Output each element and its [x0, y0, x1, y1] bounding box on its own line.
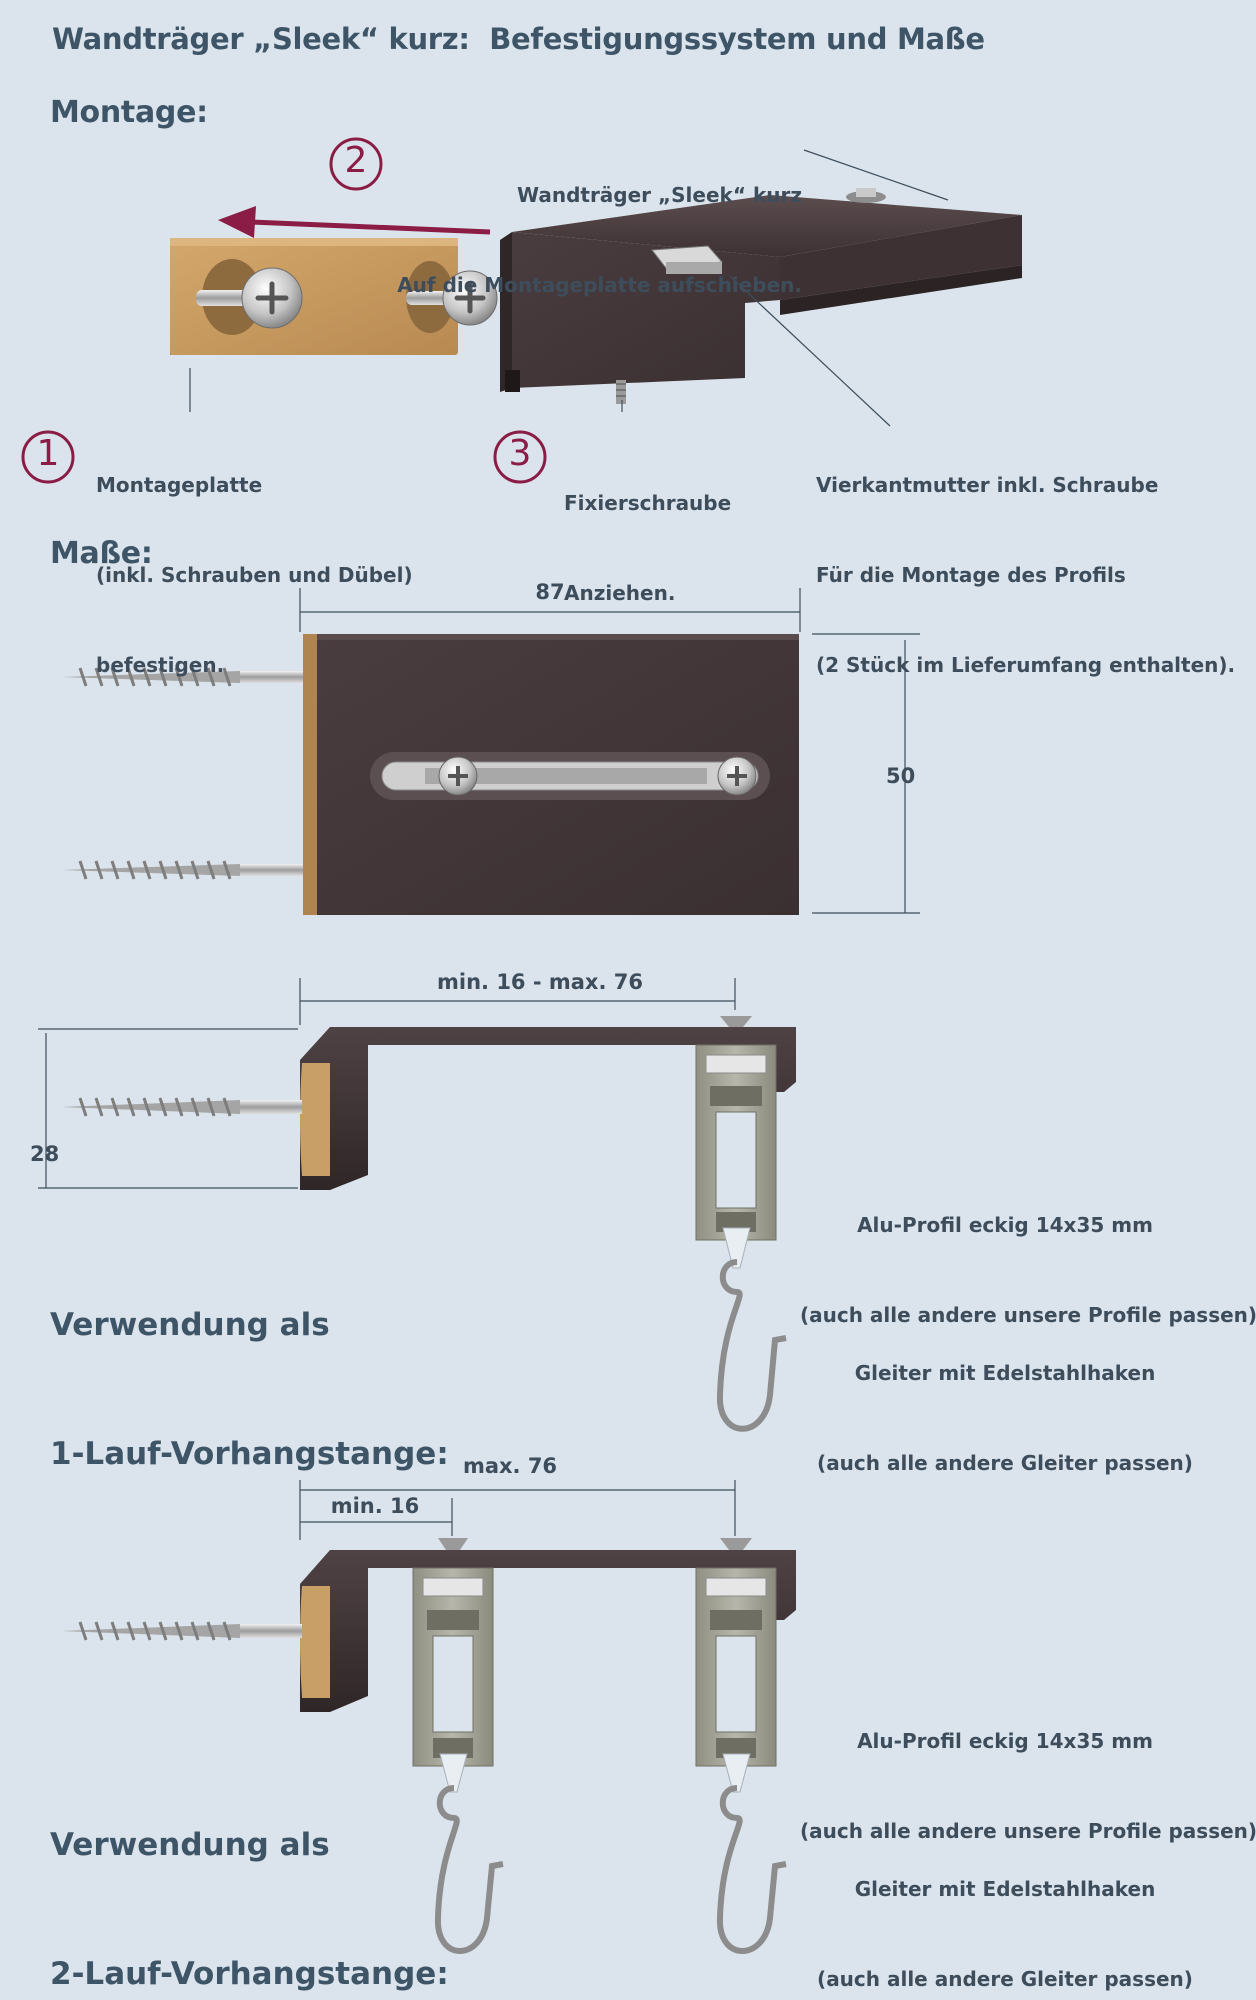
step3-label: Fixierschraube Anziehen. — [564, 428, 731, 668]
step2-number: 2 — [344, 140, 368, 181]
step2-line-2: Auf die Montageplatte aufschieben. — [397, 273, 802, 297]
one-track-heading: Verwendung als 1-Lauf-Vorhangstange: — [50, 1218, 449, 1562]
bracket-3d-illustration — [500, 188, 1022, 404]
one-track-profile-note: Alu-Profil eckig 14x35 mm (auch alle and… — [800, 1150, 1256, 1390]
step2-line-1: Wandträger „Sleek“ kurz — [516, 183, 802, 207]
bracket-front-view — [62, 588, 920, 915]
step1-circle — [21, 430, 75, 484]
height-dimension: 50 — [886, 764, 916, 788]
step1-line-3: befestigen. — [96, 653, 225, 677]
one-track-heading-line-2: 1-Lauf-Vorhangstange: — [50, 1436, 449, 1472]
two-track-glider-line-1: Gleiter mit Edelstahlhaken — [854, 1877, 1156, 1901]
nut-note-line-2: Für die Montage des Profils — [816, 563, 1126, 587]
slide-direction-arrow — [218, 206, 491, 238]
two-track-profile-line-1: Alu-Profil eckig 14x35 mm — [857, 1729, 1153, 1753]
step1-number: 1 — [36, 433, 60, 474]
one-track-profile-line-1: Alu-Profil eckig 14x35 mm — [857, 1213, 1153, 1237]
step-circles — [21, 137, 547, 484]
two-track-side-view — [62, 1480, 796, 1954]
two-track-max: max. 76 — [462, 1454, 558, 1478]
step2-circle — [329, 137, 383, 191]
mounting-plate-illustration — [170, 238, 498, 355]
leader-lines — [189, 149, 949, 427]
two-track-heading: Verwendung als 2-Lauf-Vorhangstange: — [50, 1738, 449, 2000]
step3-circle — [493, 430, 547, 484]
step1-label: Montageplatte (inkl. Schrauben und Dübel… — [96, 410, 413, 740]
montage-heading: Montage: — [50, 95, 208, 130]
two-track-profile-line-2: (auch alle andere unsere Profile passen) — [800, 1819, 1256, 1843]
two-track-glider-line-2: (auch alle andere Gleiter passen) — [817, 1967, 1193, 1991]
two-track-glider-note: Gleiter mit Edelstahlhaken (auch alle an… — [800, 1814, 1210, 2000]
one-track-glider-note: Gleiter mit Edelstahlhaken (auch alle an… — [800, 1298, 1210, 1538]
two-track-heading-line-1: Verwendung als — [50, 1827, 330, 1863]
one-track-side-view — [38, 978, 796, 1432]
one-track-range: min. 16 - max. 76 — [437, 970, 643, 994]
width-dimension: 87 — [535, 580, 565, 604]
one-track-glider-line-1: Gleiter mit Edelstahlhaken — [854, 1361, 1156, 1385]
nut-note-line-1: Vierkantmutter inkl. Schraube — [816, 473, 1159, 497]
one-track-profile-line-2: (auch alle andere unsere Profile passen) — [800, 1303, 1256, 1327]
step1-line-1: Montageplatte — [96, 473, 263, 497]
step2-label: Wandträger „Sleek“ kurz Auf die Montagep… — [380, 120, 802, 360]
square-nut-note: Vierkantmutter inkl. Schraube Für die Mo… — [816, 410, 1235, 740]
step3-line-2: Anziehen. — [564, 581, 676, 605]
step3-number: 3 — [508, 433, 532, 474]
dimensions-heading: Maße: — [50, 536, 153, 571]
two-track-heading-line-2: 2-Lauf-Vorhangstange: — [50, 1956, 449, 1992]
one-track-glider-line-2: (auch alle andere Gleiter passen) — [817, 1451, 1193, 1475]
two-track-min: min. 16 — [330, 1494, 420, 1518]
nut-note-line-3: (2 Stück im Lieferumfang enthalten). — [816, 653, 1236, 677]
step1-line-2: (inkl. Schrauben und Dübel) — [96, 563, 413, 587]
one-track-depth: 28 — [30, 1142, 60, 1166]
step3-line-1: Fixierschraube — [564, 491, 732, 515]
one-track-heading-line-1: Verwendung als — [50, 1307, 330, 1343]
two-track-profile-note: Alu-Profil eckig 14x35 mm (auch alle and… — [800, 1666, 1256, 1906]
page-title: Wandträger „Sleek“ kurz: Befestigungssys… — [52, 22, 985, 56]
